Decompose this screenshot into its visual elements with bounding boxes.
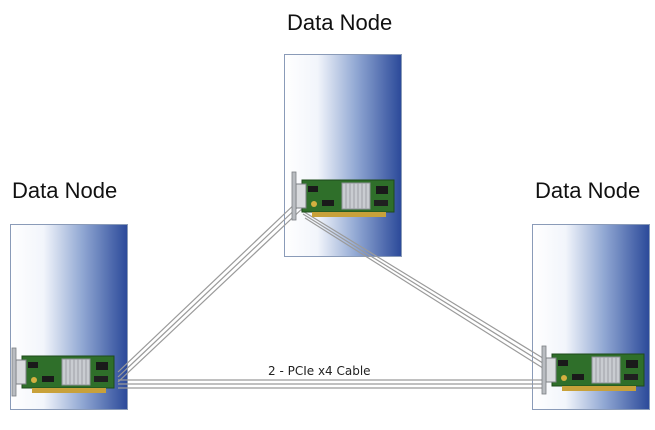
cable-label: 2 - PCIe x4 Cable [266, 364, 373, 378]
left-pcie-card [11, 347, 115, 397]
top-node-label: Data Node [287, 10, 393, 35]
top-data-node-server [284, 54, 402, 257]
cable-left-to-right [118, 379, 546, 389]
left-node-label: Data Node [12, 178, 118, 203]
cable-top-to-right [300, 209, 547, 371]
right-node-label: Data Node [535, 178, 641, 203]
cable-left-to-top [117, 199, 306, 383]
right-pcie-card [541, 345, 645, 395]
top-pcie-card [291, 171, 395, 221]
